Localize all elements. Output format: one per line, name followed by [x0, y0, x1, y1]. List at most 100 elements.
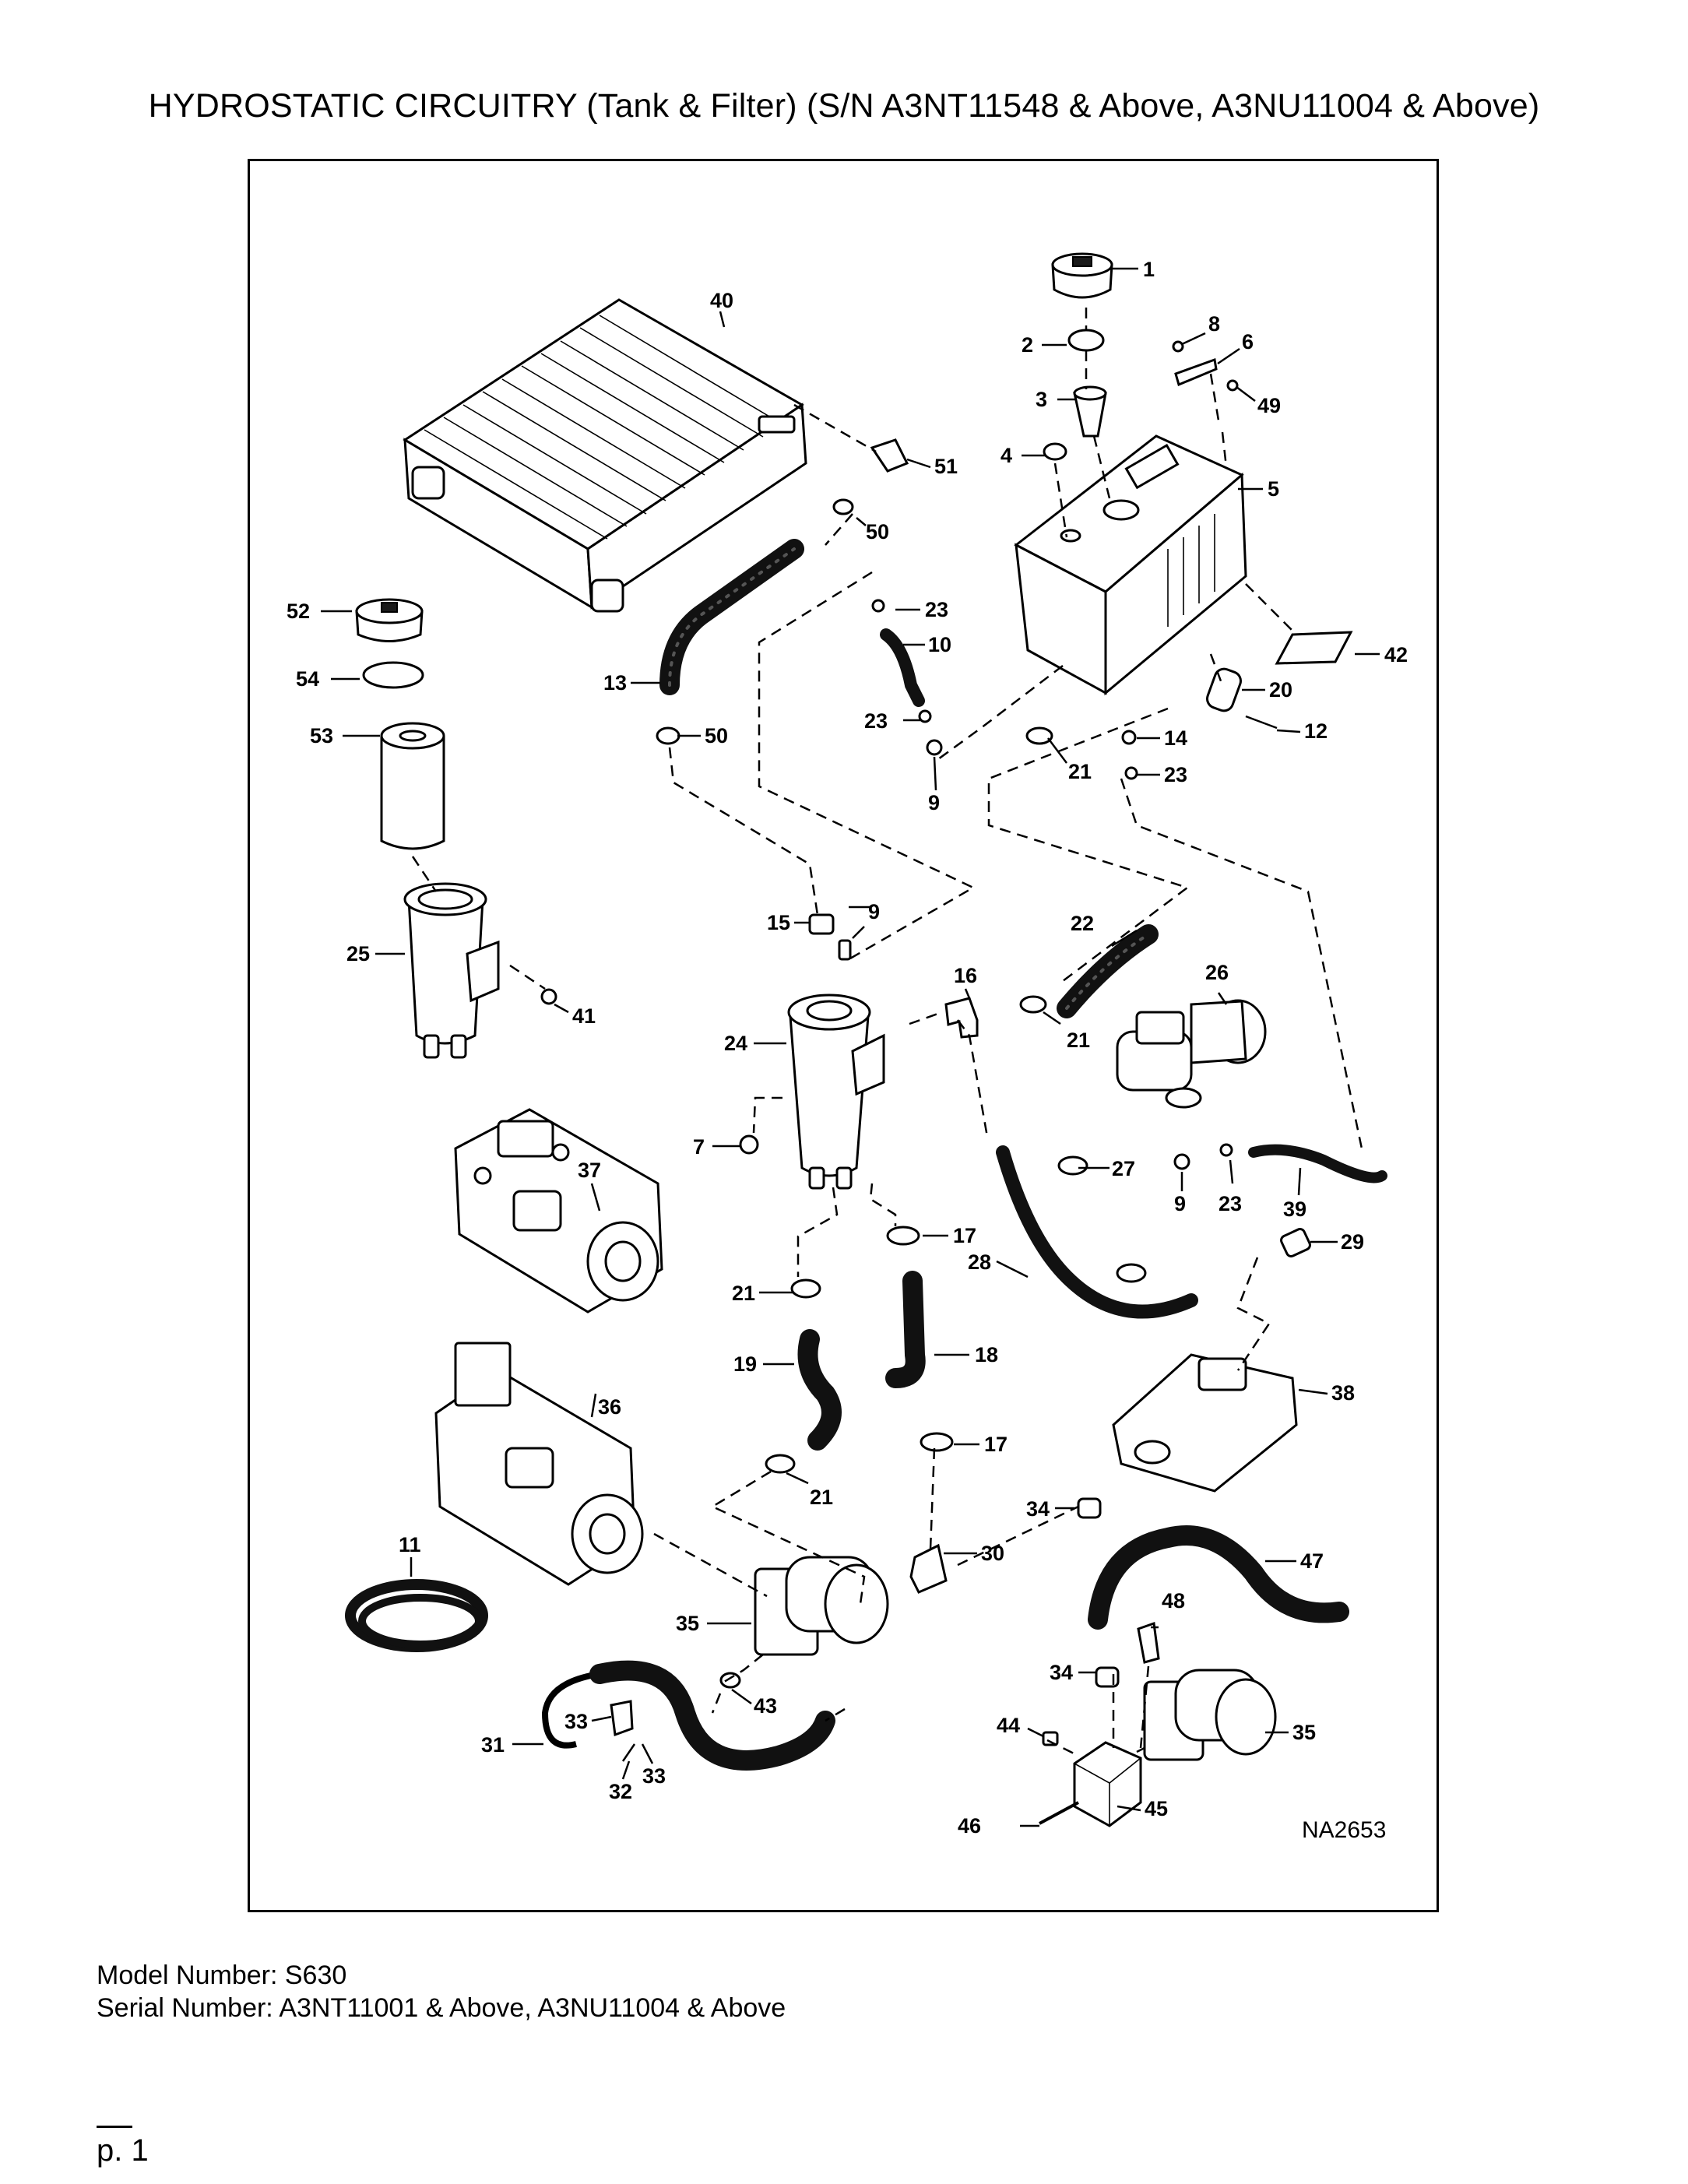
callout-50a: 50 — [866, 520, 889, 543]
callout-6: 6 — [1242, 330, 1254, 353]
filter-assembly — [787, 994, 885, 1190]
callout-35a: 35 — [676, 1612, 699, 1635]
callout-32: 32 — [609, 1780, 632, 1803]
callout-21d: 21 — [810, 1486, 833, 1509]
callout-17a: 17 — [953, 1224, 976, 1247]
o-ring-cap — [1067, 329, 1105, 352]
callout-16: 16 — [954, 964, 977, 987]
drawing-code: NA2653 — [1302, 1817, 1386, 1843]
callout-33b: 33 — [642, 1764, 666, 1788]
callout-4: 4 — [1000, 444, 1012, 467]
page-number: p. 1 — [97, 2133, 149, 2168]
fitting-34b — [1095, 1666, 1120, 1688]
clip-23b — [918, 709, 932, 723]
gear-motor-right — [1143, 1669, 1277, 1761]
grommet-27a — [1057, 1155, 1088, 1176]
clip-23a — [871, 599, 885, 613]
callout-34b: 34 — [1050, 1661, 1073, 1684]
cooler-return-hose — [659, 539, 804, 695]
control-valve — [1112, 1353, 1298, 1493]
grommet-27b — [1116, 1263, 1147, 1283]
callout-19: 19 — [733, 1352, 757, 1376]
hydraulic-tank — [1014, 434, 1247, 696]
hose-39 — [1248, 1144, 1387, 1183]
routing-lines — [411, 308, 1364, 1757]
callout-43: 43 — [754, 1694, 777, 1718]
callout-24: 24 — [724, 1032, 747, 1055]
filter-o-ring — [362, 661, 424, 689]
callout-47: 47 — [1300, 1549, 1324, 1573]
hose-31 — [589, 1660, 835, 1771]
hose-28 — [996, 1145, 1198, 1319]
callout-8: 8 — [1208, 312, 1220, 336]
fitting-9-hose — [926, 739, 943, 756]
tube-31 — [541, 1671, 600, 1749]
plug-14 — [1121, 730, 1137, 745]
fitting-34a — [1077, 1497, 1102, 1519]
callout-27: 27 — [1112, 1157, 1135, 1180]
callout-33a: 33 — [564, 1710, 588, 1733]
filter-cap — [355, 598, 424, 642]
elbow-fitting-51 — [870, 438, 909, 473]
hose-coil — [345, 1579, 488, 1652]
callout-40: 40 — [710, 289, 733, 312]
leader-lines — [321, 267, 1380, 1827]
hydrostatic-pump-lower — [434, 1342, 644, 1586]
callout-37: 37 — [578, 1159, 601, 1182]
callout-26: 26 — [1205, 961, 1229, 984]
bolt-41 — [540, 988, 557, 1005]
callout-46: 46 — [958, 1814, 981, 1838]
tank-bracket — [1174, 357, 1218, 387]
charge-pump — [1116, 999, 1267, 1109]
elbow-fitting-16 — [944, 997, 979, 1039]
callout-23a: 23 — [925, 598, 948, 621]
filler-cap — [1051, 252, 1113, 299]
bolt-46 — [1039, 1801, 1079, 1825]
plug-44 — [1042, 1731, 1059, 1746]
page-divider — [97, 2126, 132, 2128]
hydrostatic-pump-upper — [454, 1108, 663, 1314]
callout-1: 1 — [1143, 258, 1155, 281]
callout-11: 11 — [399, 1533, 421, 1556]
decal — [1275, 631, 1353, 665]
callout-39: 39 — [1283, 1198, 1306, 1221]
filter-housing — [403, 882, 500, 1059]
callout-35b: 35 — [1292, 1721, 1316, 1744]
model-number: Model Number: S630 — [97, 1961, 347, 1990]
hose-18 — [885, 1271, 926, 1388]
clamp-50a — [832, 498, 854, 515]
hose-clamp-17a — [886, 1226, 920, 1246]
page-title: HYDROSTATIC CIRCUITRY (Tank & Filter) (S… — [148, 87, 1540, 125]
callout-5: 5 — [1268, 477, 1279, 501]
callout-2: 2 — [1022, 333, 1033, 357]
callout-41: 41 — [572, 1004, 596, 1028]
fitting-9-filter — [838, 939, 852, 961]
manifold-block — [1073, 1741, 1142, 1827]
callout-21b: 21 — [1067, 1029, 1090, 1052]
callout-30: 30 — [981, 1542, 1004, 1565]
fitting-29 — [1280, 1228, 1311, 1257]
hose-22 — [1057, 924, 1159, 1018]
grommet — [1043, 442, 1067, 461]
callout-44: 44 — [997, 1714, 1020, 1737]
bolt-32 — [621, 1743, 636, 1762]
clip-23c — [1124, 766, 1138, 780]
callout-23d: 23 — [1219, 1192, 1242, 1215]
o-ring-43 — [719, 1672, 741, 1689]
callout-9b: 9 — [868, 900, 880, 923]
clamp-50b — [656, 726, 680, 745]
callout-9a: 9 — [928, 791, 940, 814]
elbow-hose-19 — [797, 1329, 842, 1451]
callout-31: 31 — [481, 1733, 505, 1757]
gauge-bolt — [1245, 715, 1278, 730]
callout-53: 53 — [310, 724, 333, 747]
fitting-15 — [808, 913, 835, 935]
callout-48: 48 — [1162, 1589, 1185, 1613]
callout-22: 22 — [1071, 912, 1094, 935]
radiator-oil-cooler — [403, 298, 807, 613]
callout-49: 49 — [1257, 394, 1281, 417]
callout-42: 42 — [1384, 643, 1408, 666]
callout-36: 36 — [598, 1395, 621, 1419]
callout-50b: 50 — [705, 724, 728, 747]
